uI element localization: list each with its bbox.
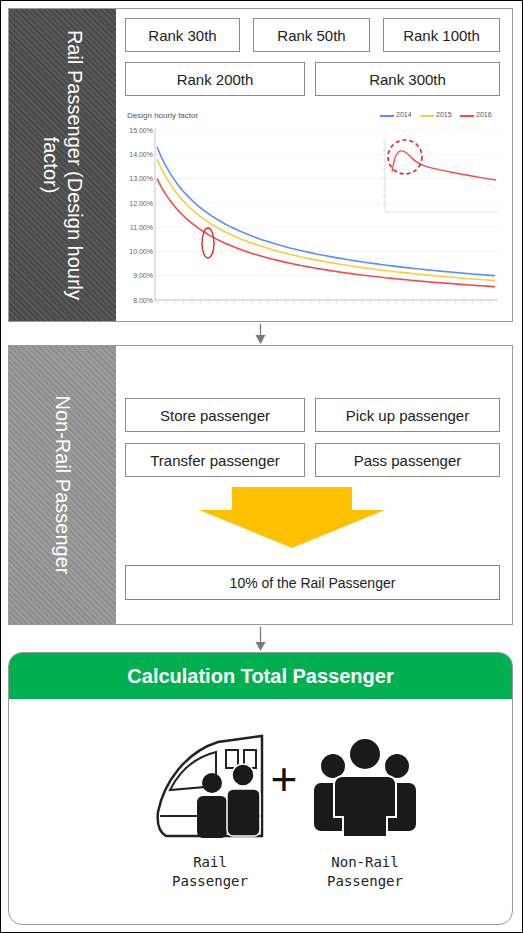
- people-icon: [314, 738, 416, 837]
- text-box: Rank 300th: [315, 62, 500, 96]
- box-label: Rank 30th: [148, 27, 216, 44]
- box-label: Rank 300th: [369, 71, 446, 88]
- text-box: Rank 50th: [253, 18, 370, 52]
- text-box: Store passenger: [125, 398, 305, 432]
- icon-caption: Non-Rail Passenger: [320, 853, 410, 891]
- header-bar: Calculation Total Passenger: [9, 653, 512, 699]
- legend-swatch: [380, 115, 394, 117]
- text-box: Rank 30th: [125, 18, 240, 52]
- yellow-arrow: [199, 487, 385, 548]
- flow-arrow: [256, 324, 266, 344]
- axis-tick: 14.00%: [125, 150, 153, 159]
- section-band: Rail Passenger (Design hourly factor): [9, 9, 116, 321]
- text-box: Rank 200th: [125, 62, 305, 96]
- box-label: Pass passenger: [354, 452, 462, 469]
- axis-tick: 10.00%: [125, 247, 153, 256]
- axis-tick: 11.00%: [125, 223, 153, 232]
- text-box: Rank 100th: [383, 18, 500, 52]
- icon-caption: Rail Passenger: [165, 853, 255, 891]
- legend-text: 2014: [396, 111, 412, 118]
- axis-tick: 12.00%: [125, 199, 153, 208]
- legend-text: 2015: [436, 111, 452, 118]
- axis-tick: 9.00%: [125, 271, 153, 280]
- box-label: Pick up passenger: [346, 407, 469, 424]
- train-icon: [158, 736, 262, 838]
- box-label: Transfer passenger: [150, 452, 280, 469]
- header-title: Calculation Total Passenger: [127, 665, 393, 688]
- axis-tick: 15.00%: [125, 126, 153, 135]
- section-panel: Non-Rail Passenger Store passenger Pick up…: [8, 345, 513, 625]
- box-label: 10% of the Rail Passenger: [230, 575, 396, 591]
- text-box: 10% of the Rail Passenger: [125, 565, 500, 600]
- section-heading: Rail Passenger (Design hourly factor): [39, 23, 87, 307]
- legend-swatch: [420, 115, 434, 117]
- section-band: Non-Rail Passenger: [9, 346, 116, 624]
- line-chart: [155, 128, 498, 304]
- result-panel: Calculation Total Passenger: [8, 652, 513, 925]
- legend-swatch: [460, 115, 474, 117]
- axis-tick: 8.00%: [125, 296, 153, 305]
- inset: [383, 140, 498, 212]
- flow-arrow: [256, 627, 266, 651]
- text-box: Transfer passenger: [125, 443, 305, 477]
- section-panel: Rail Passenger (Design hourly factor) Ran…: [8, 8, 513, 322]
- legend-text: 2016: [476, 111, 492, 118]
- box-label: Rank 100th: [403, 27, 480, 44]
- section-heading: Non-Rail Passenger: [51, 360, 75, 610]
- box-label: Rank 200th: [177, 71, 254, 88]
- box-label: Store passenger: [160, 407, 270, 424]
- text-box: Pick up passenger: [315, 398, 500, 432]
- plus-sign: +: [266, 756, 302, 802]
- box-label: Rank 50th: [277, 27, 345, 44]
- chart-title: Design hourly factor: [127, 111, 198, 120]
- axis-tick: 13.00%: [125, 174, 153, 183]
- text-box: Pass passenger: [315, 443, 500, 477]
